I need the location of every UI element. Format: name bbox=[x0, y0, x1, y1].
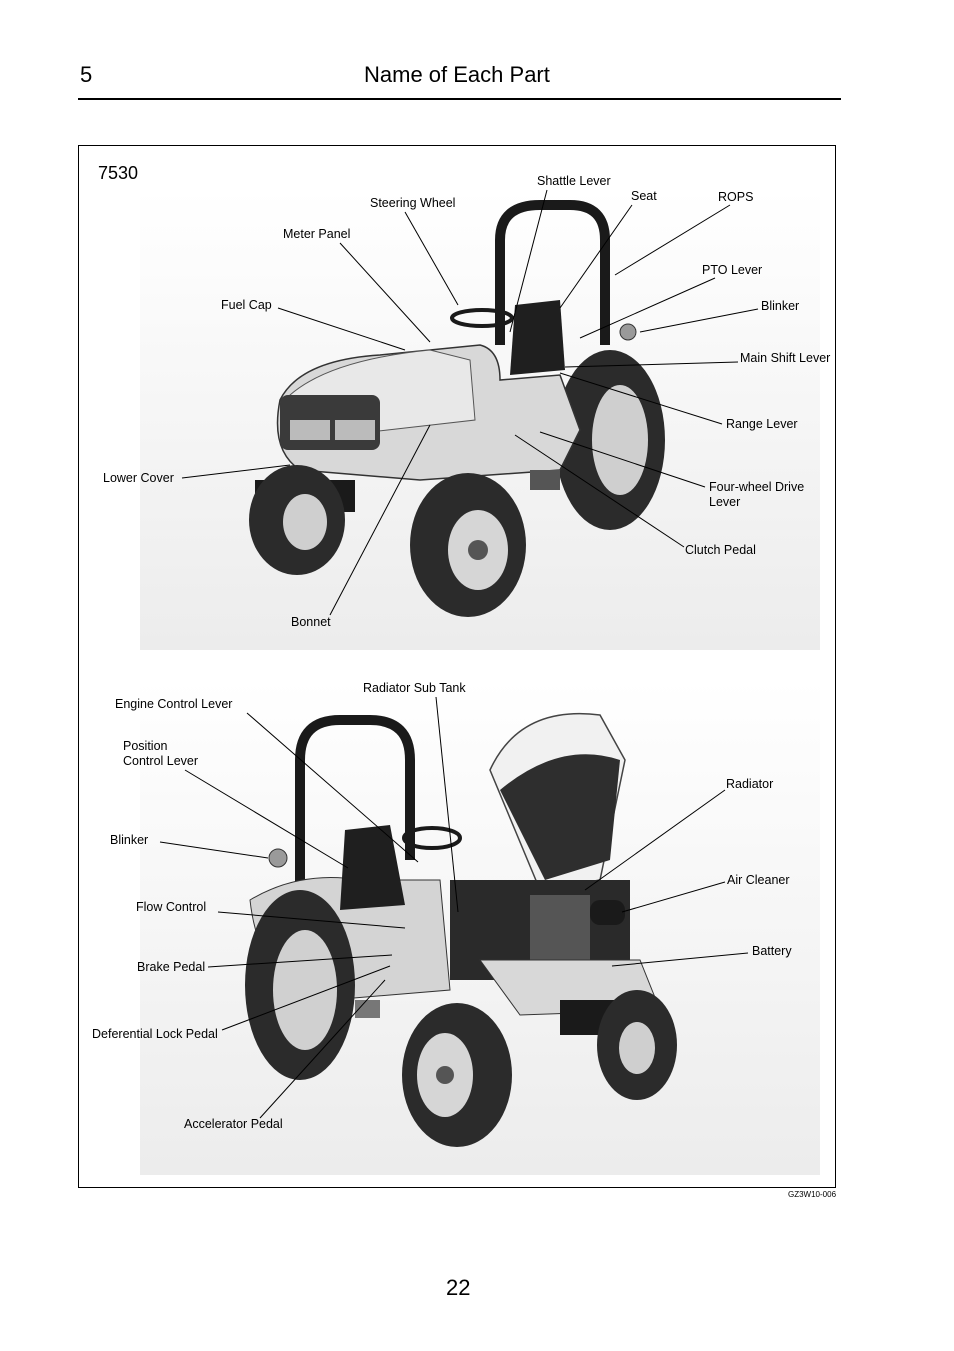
label-lower-cover: Lower Cover bbox=[103, 471, 174, 485]
chapter-number: 5 bbox=[80, 62, 93, 87]
label-clutch-pedal: Clutch Pedal bbox=[685, 543, 756, 557]
label-battery: Battery bbox=[752, 944, 792, 958]
label-four-wheel-drive-lever: Four-wheel Drive Lever bbox=[709, 480, 805, 509]
label-rops: ROPS bbox=[718, 190, 754, 204]
tractor-rear-photo bbox=[140, 680, 820, 1175]
figure-frame bbox=[78, 145, 836, 1188]
label-accelerator-pedal: Accelerator Pedal bbox=[184, 1117, 283, 1131]
label-fuel-cap: Fuel Cap bbox=[221, 298, 272, 312]
label-blinker-bottom: Blinker bbox=[110, 833, 149, 847]
chapter-title: Name of Each Part bbox=[364, 62, 550, 87]
label-main-shift-lever: Main Shift Lever bbox=[740, 351, 831, 365]
label-seat: Seat bbox=[631, 189, 657, 203]
page-number: 22 bbox=[446, 1275, 471, 1300]
label-air-cleaner: Air Cleaner bbox=[727, 873, 790, 887]
label-pto-lever: PTO Lever bbox=[702, 263, 763, 277]
figure-code: GZ3W10-006 bbox=[788, 1190, 837, 1199]
label-engine-control-lever: Engine Control Lever bbox=[115, 697, 233, 711]
leader-lines-bottom bbox=[159, 696, 749, 1119]
label-flow-control: Flow Control bbox=[136, 900, 207, 914]
label-deferential-lock-pedal: Deferential Lock Pedal bbox=[92, 1027, 218, 1041]
header-rule bbox=[78, 98, 841, 100]
leader-lines-top bbox=[181, 189, 759, 616]
label-blinker-top: Blinker bbox=[761, 299, 800, 313]
label-shattle-lever: Shattle Lever bbox=[537, 174, 611, 188]
label-radiator: Radiator bbox=[726, 777, 774, 791]
label-radiator-sub-tank: Radiator Sub Tank bbox=[363, 681, 466, 695]
label-brake-pedal: Brake Pedal bbox=[137, 960, 206, 974]
label-range-lever: Range Lever bbox=[726, 417, 798, 431]
model-label: 7530 bbox=[98, 163, 139, 183]
label-meter-panel: Meter Panel bbox=[283, 227, 351, 241]
label-bonnet: Bonnet bbox=[291, 615, 331, 629]
label-position-control-lever: Position Control Lever bbox=[123, 739, 199, 768]
tractor-front-photo bbox=[140, 190, 820, 650]
label-steering-wheel: Steering Wheel bbox=[370, 196, 456, 210]
